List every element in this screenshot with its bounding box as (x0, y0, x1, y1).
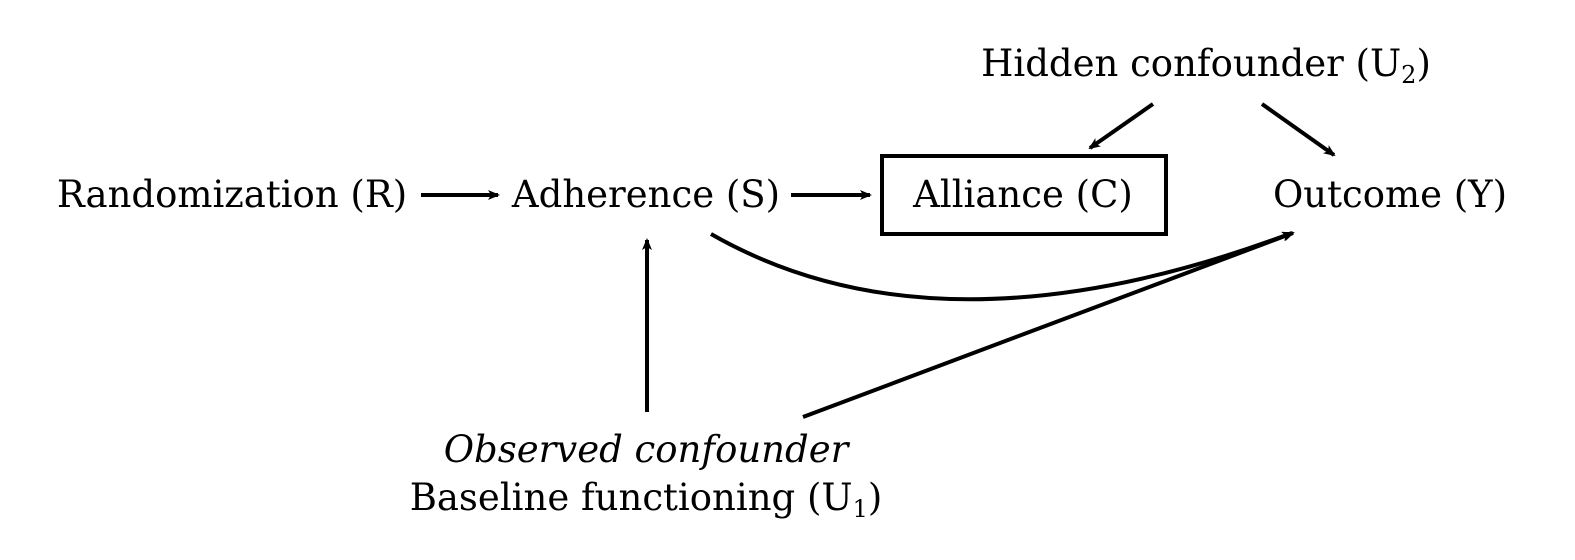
observed-confounder-subscript: 1 (853, 495, 868, 523)
edge-observed-to-outcome (802, 231, 1295, 419)
node-observed-confounder: Baseline functioning (U1) (410, 476, 883, 523)
hidden-confounder-close: ) (1416, 42, 1430, 85)
hidden-confounder-text: Hidden confounder (U (981, 42, 1401, 85)
node-alliance: Alliance (C) (912, 173, 1133, 216)
observed-confounder-close: ) (868, 476, 882, 519)
hidden-confounder-subscript: 2 (1401, 61, 1416, 89)
edge-hidden-to-outcome (1260, 102, 1336, 157)
node-outcome: Outcome (Y) (1273, 173, 1507, 216)
node-randomization: Randomization (R) (57, 173, 407, 216)
alliance-box (880, 154, 1168, 236)
edge-hidden-to-alliance (1088, 102, 1155, 150)
observed-confounder-caption: Observed confounder (444, 428, 851, 471)
node-adherence: Adherence (S) (511, 173, 780, 216)
edge-adherence-to-outcome (710, 231, 1294, 302)
observed-confounder-text: Baseline functioning (U (410, 476, 853, 519)
node-hidden-confounder: Hidden confounder (U2) (981, 42, 1431, 89)
